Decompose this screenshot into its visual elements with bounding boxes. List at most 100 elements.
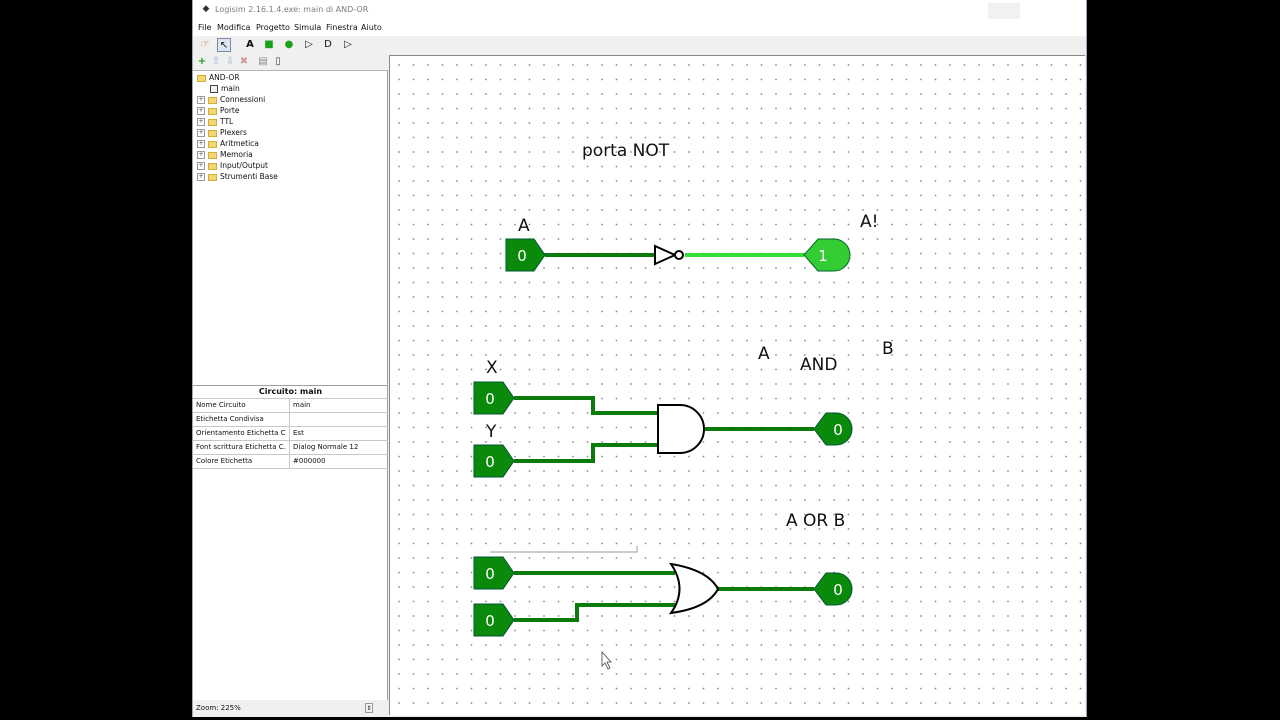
project-explorer: AND-OR main +Connessioni + Porte + TTL + Pl…: [193, 70, 388, 385]
property-row[interactable]: Etichetta Condivisa: [193, 412, 388, 426]
circuit-canvas[interactable]: porta NOT A A! 0 1 X Y A AND B 0 0: [389, 55, 1086, 716]
tree-lib-plexers[interactable]: + Plexers: [197, 127, 247, 138]
tree-lib-label: Porte: [220, 106, 240, 115]
tree-lib-label: Aritmetica: [220, 139, 259, 148]
move-up-icon[interactable]: ⇧: [211, 56, 221, 67]
expand-icon[interactable]: +: [197, 129, 205, 137]
tree-lib-connessioni[interactable]: +Connessioni: [197, 94, 265, 105]
logisim-window: ◆ Logisim 2.16.1.4.exe: main di AND-OR F…: [192, 0, 1087, 717]
output-pin-not[interactable]: [803, 238, 851, 272]
menu-simula[interactable]: Simula: [294, 23, 322, 32]
expand-icon[interactable]: +: [197, 173, 205, 181]
tree-project-label: AND-OR: [209, 73, 240, 82]
tree-project[interactable]: AND-OR: [197, 72, 240, 83]
zoom-level: Zoom: 225%: [196, 704, 241, 712]
folder-icon: [208, 96, 217, 104]
tree-lib-memoria[interactable]: + Memoria: [197, 149, 253, 160]
and-gate[interactable]: [657, 404, 705, 454]
not-title-label: porta NOT: [582, 141, 670, 161]
input-pin-y[interactable]: [473, 444, 515, 478]
property-key: Font scrittura Etichetta C...: [196, 443, 286, 451]
menu-progetto[interactable]: Progetto: [256, 23, 290, 32]
poke-tool-icon[interactable]: ☞: [200, 39, 210, 50]
expand-icon[interactable]: +: [197, 118, 205, 126]
and-y-label: Y: [485, 422, 497, 442]
tree-lib-porte[interactable]: + Porte: [197, 105, 239, 116]
tree-circuit-label: main: [221, 84, 240, 93]
output-pin-icon[interactable]: ●: [284, 39, 294, 50]
input-pin-icon[interactable]: ■: [264, 39, 274, 50]
input-pin-a-value: 0: [517, 247, 527, 265]
wire-or-in2[interactable]: [514, 603, 675, 622]
tree-lib-aritmetica[interactable]: + Aritmetica: [197, 138, 259, 149]
or-gate[interactable]: [668, 562, 720, 615]
output-pin-or-value: 0: [833, 581, 843, 599]
menu-aiuto[interactable]: Aiuto: [361, 23, 382, 32]
property-value[interactable]: #000000: [289, 455, 387, 468]
tree-lib-label: Strumenti Base: [220, 172, 278, 181]
tree-lib-strumenti-base[interactable]: + Strumenti Base: [197, 171, 278, 182]
tree-circuit-main[interactable]: main: [210, 83, 240, 94]
tree-lib-label: Memoria: [220, 150, 253, 159]
property-row[interactable]: Colore Etichetta #000000: [193, 454, 388, 469]
folder-icon: [208, 162, 217, 170]
output-pin-or[interactable]: [813, 572, 853, 606]
layout-icon[interactable]: ▤: [258, 56, 268, 67]
folder-icon: [208, 107, 217, 115]
expand-icon[interactable]: +: [197, 162, 205, 170]
property-value[interactable]: Est: [289, 427, 387, 440]
output-pin-not-value: 1: [818, 247, 828, 265]
not-gate[interactable]: [654, 244, 678, 266]
not-gate-bubble: [674, 250, 684, 260]
property-key: Colore Etichetta: [196, 457, 253, 465]
expand-icon[interactable]: +: [197, 107, 205, 115]
appearance-icon[interactable]: ▯: [275, 56, 281, 67]
output-pin-and-value: 0: [833, 421, 843, 439]
expand-icon[interactable]: +: [197, 151, 205, 159]
property-row[interactable]: Font scrittura Etichetta C...Dialog Norm…: [193, 440, 388, 454]
delete-icon[interactable]: ✖: [239, 56, 249, 67]
output-pin-and[interactable]: [813, 412, 853, 446]
move-down-icon[interactable]: ⇩: [225, 56, 235, 67]
and-x-label: X: [486, 358, 498, 378]
add-circuit-icon[interactable]: +: [197, 56, 207, 67]
menu-modifica[interactable]: Modifica: [217, 23, 251, 32]
input-pin-a[interactable]: [505, 238, 546, 272]
zoom-bar: Zoom: 225% ⇕: [193, 701, 388, 715]
menu-finestra[interactable]: Finestra: [326, 23, 358, 32]
zoom-spinner[interactable]: ⇕: [365, 703, 373, 713]
menu-file[interactable]: File: [198, 23, 212, 32]
tree-lib-label: Input/Output: [220, 161, 268, 170]
window-title: Logisim 2.16.1.4.exe: main di AND-OR: [215, 5, 369, 14]
text-tool-icon[interactable]: A: [246, 39, 254, 50]
tree-lib-label: Plexers: [220, 128, 247, 137]
input-pin-or-1-value: 0: [485, 565, 495, 583]
property-row[interactable]: Orientamento Etichetta C...Est: [193, 426, 388, 440]
wire-and-in1[interactable]: [514, 396, 658, 415]
circuit-icon: [210, 85, 218, 93]
folder-icon: [208, 151, 217, 159]
expand-icon[interactable]: +: [197, 96, 205, 104]
not-gate-icon[interactable]: ▷: [305, 39, 313, 50]
and-gate-icon[interactable]: D: [324, 39, 332, 50]
mouse-cursor-icon: [601, 650, 612, 670]
input-pin-or-1[interactable]: [473, 556, 515, 590]
or-gate-icon[interactable]: ▷: [344, 39, 352, 50]
tree-lib-label: TTL: [220, 117, 234, 126]
property-value[interactable]: Dialog Normale 12: [289, 441, 387, 454]
input-pin-or-2[interactable]: [473, 603, 515, 637]
input-pin-x-value: 0: [485, 390, 495, 408]
property-value[interactable]: [289, 413, 387, 426]
tree-lib-input-output[interactable]: + Input/Output: [197, 160, 268, 171]
select-tool-icon[interactable]: ↖: [217, 38, 231, 52]
folder-icon: [208, 129, 217, 137]
wire-and-in2[interactable]: [514, 443, 658, 463]
input-pin-x[interactable]: [473, 381, 515, 415]
and-b-label: B: [882, 339, 894, 359]
tree-lib-ttl[interactable]: + TTL: [197, 116, 233, 127]
property-value[interactable]: main: [289, 399, 387, 412]
expand-icon[interactable]: +: [197, 140, 205, 148]
window-controls[interactable]: [988, 3, 1020, 19]
